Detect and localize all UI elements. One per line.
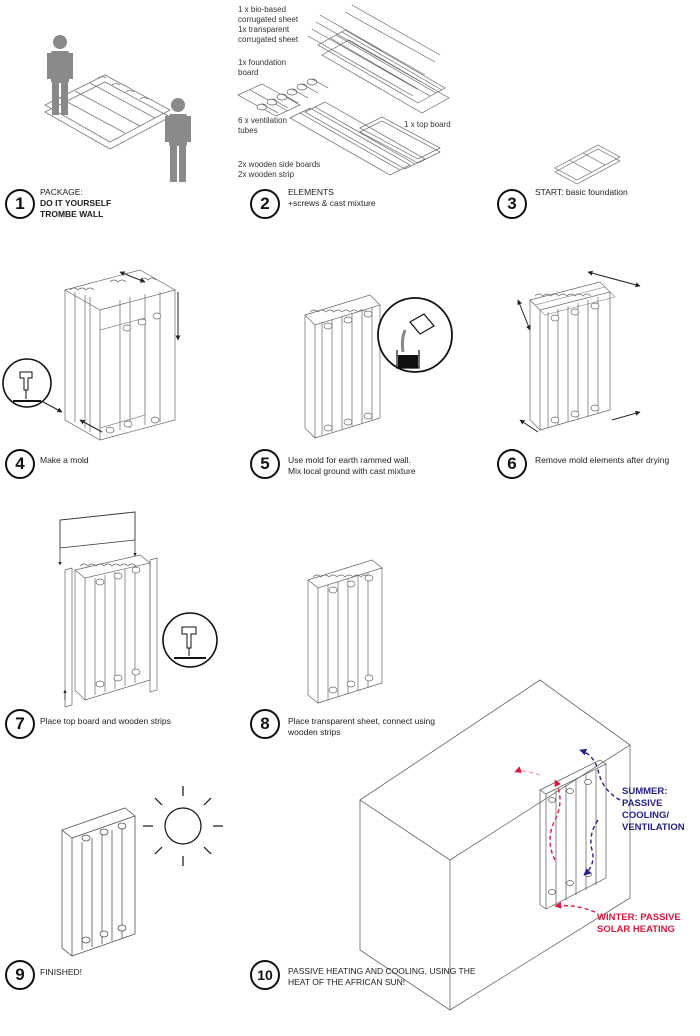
top-board: [359, 116, 441, 164]
transparent-sheet-drawing: [307, 559, 383, 704]
step-7-caption: Place top board and wooden strips: [40, 716, 171, 726]
label-top-board: 1 x top board: [404, 120, 451, 129]
pouring-icon-circle-5: [377, 297, 453, 373]
label-tubes-1: 6 x ventilation: [238, 116, 287, 125]
step-9-number: 9: [5, 960, 35, 990]
side-boards: [289, 101, 426, 176]
step-5-caption: Use mold for earth rammed wall. Mix loca…: [288, 455, 416, 477]
mold-drawing: [64, 269, 176, 441]
step-1-bold-line-1: DO IT YOURSELF: [40, 198, 112, 208]
rammed-wall-drawing: [304, 294, 381, 439]
label-sheets-2: corrugated sheet: [238, 15, 299, 24]
label-sheets: 1 x bio-based corrugated sheet 1x transp…: [238, 5, 298, 45]
step-9-caption: FINISHED!: [40, 967, 83, 977]
ventilation-tubes: [256, 78, 329, 114]
remove-mold-drawing: [529, 281, 616, 431]
step-5-title: Use mold for earth rammed wall.: [288, 455, 411, 465]
step-8-sub: wooden strips: [288, 727, 341, 737]
step-10-sub: HEAT OF THE AFRICAN SUN!: [288, 977, 406, 987]
step-4-number: 4: [5, 449, 35, 479]
label-side-2: 2x wooden strip: [238, 170, 295, 179]
step-6-number: 6: [497, 449, 527, 479]
step-1-caption: PACKAGE: DO IT YOURSELF TROMBE WALL: [40, 187, 111, 220]
step-2-sub: +screws & cast mixture: [288, 198, 376, 208]
step-2-title: ELEMENTS: [288, 187, 334, 197]
step-8-number: 8: [250, 709, 280, 739]
mold-arrows: [29, 271, 181, 433]
label-sheets-3: 1x transparent: [238, 25, 290, 34]
step-10-title: PASSIVE HEATING AND COOLING, USING THE: [288, 966, 476, 976]
step-7-number: 7: [5, 709, 35, 739]
top-board-drawing: [58, 511, 158, 708]
label-foundation: 1x foundation board: [238, 58, 286, 78]
winter-airflow-arrows: [514, 766, 596, 913]
step-5-sub: Mix local ground with cast mixture: [288, 466, 416, 476]
drill-icon-circle-7: [162, 612, 218, 668]
summer-label-3: COOLING/: [622, 810, 669, 821]
finished-wall-drawing: [61, 807, 136, 957]
summer-label-4: VENTILATION: [622, 822, 685, 833]
label-tubes: 6 x ventilation tubes: [238, 116, 287, 136]
step-10-caption: PASSIVE HEATING AND COOLING, USING THE H…: [288, 966, 476, 988]
winter-label-2: SOLAR HEATING: [597, 924, 675, 935]
corrugated-sheets: [307, 4, 450, 114]
step-2-number: 2: [250, 189, 280, 219]
sun-icon: [143, 786, 223, 866]
building-drawing: [359, 679, 631, 1011]
remove-mold-arrows: [517, 270, 641, 433]
package-illustration: [44, 74, 171, 150]
label-sheets-4: corrugated sheet: [238, 35, 299, 44]
label-side-1: 2x wooden side boards: [238, 160, 321, 169]
summer-label-2: PASSIVE: [622, 798, 663, 809]
basic-foundation: [554, 144, 621, 185]
label-foundation-1: 1x foundation: [238, 58, 287, 67]
step-8-caption: Place transparent sheet, connect using w…: [288, 716, 435, 738]
step-5-number: 5: [250, 449, 280, 479]
step-2-caption: ELEMENTS +screws & cast mixture: [288, 187, 376, 209]
trombe-wall-on-building: [539, 759, 607, 910]
step-6-caption: Remove mold elements after drying: [535, 455, 670, 465]
step-1-title: PACKAGE:: [40, 187, 83, 197]
drill-icon-circle-4: [2, 358, 52, 408]
summer-label: SUMMER: PASSIVE COOLING/ VENTILATION: [622, 786, 685, 834]
summer-label-1: SUMMER:: [622, 786, 668, 797]
winter-label-1: WINTER: PASSIVE: [597, 912, 681, 923]
winter-label: WINTER: PASSIVE SOLAR HEATING: [597, 912, 681, 936]
step-3-caption: START: basic foundation: [535, 187, 628, 197]
step-8-title: Place transparent sheet, connect using: [288, 716, 435, 726]
step-10-number: 10: [250, 960, 280, 990]
summer-airflow-arrows: [579, 748, 621, 876]
step-3-number: 3: [497, 189, 527, 219]
label-foundation-2: board: [238, 68, 259, 77]
label-side-boards: 2x wooden side boards 2x wooden strip: [238, 160, 320, 180]
step-4-caption: Make a mold: [40, 455, 89, 465]
step-1-bold-line-2: TROMBE WALL: [40, 209, 104, 219]
person-figure-right: [165, 98, 191, 182]
person-figure-left: [47, 35, 73, 115]
label-tubes-2: tubes: [238, 126, 258, 135]
label-sheets-1: 1 x bio-based: [238, 5, 287, 14]
step-1-number: 1: [5, 189, 35, 219]
